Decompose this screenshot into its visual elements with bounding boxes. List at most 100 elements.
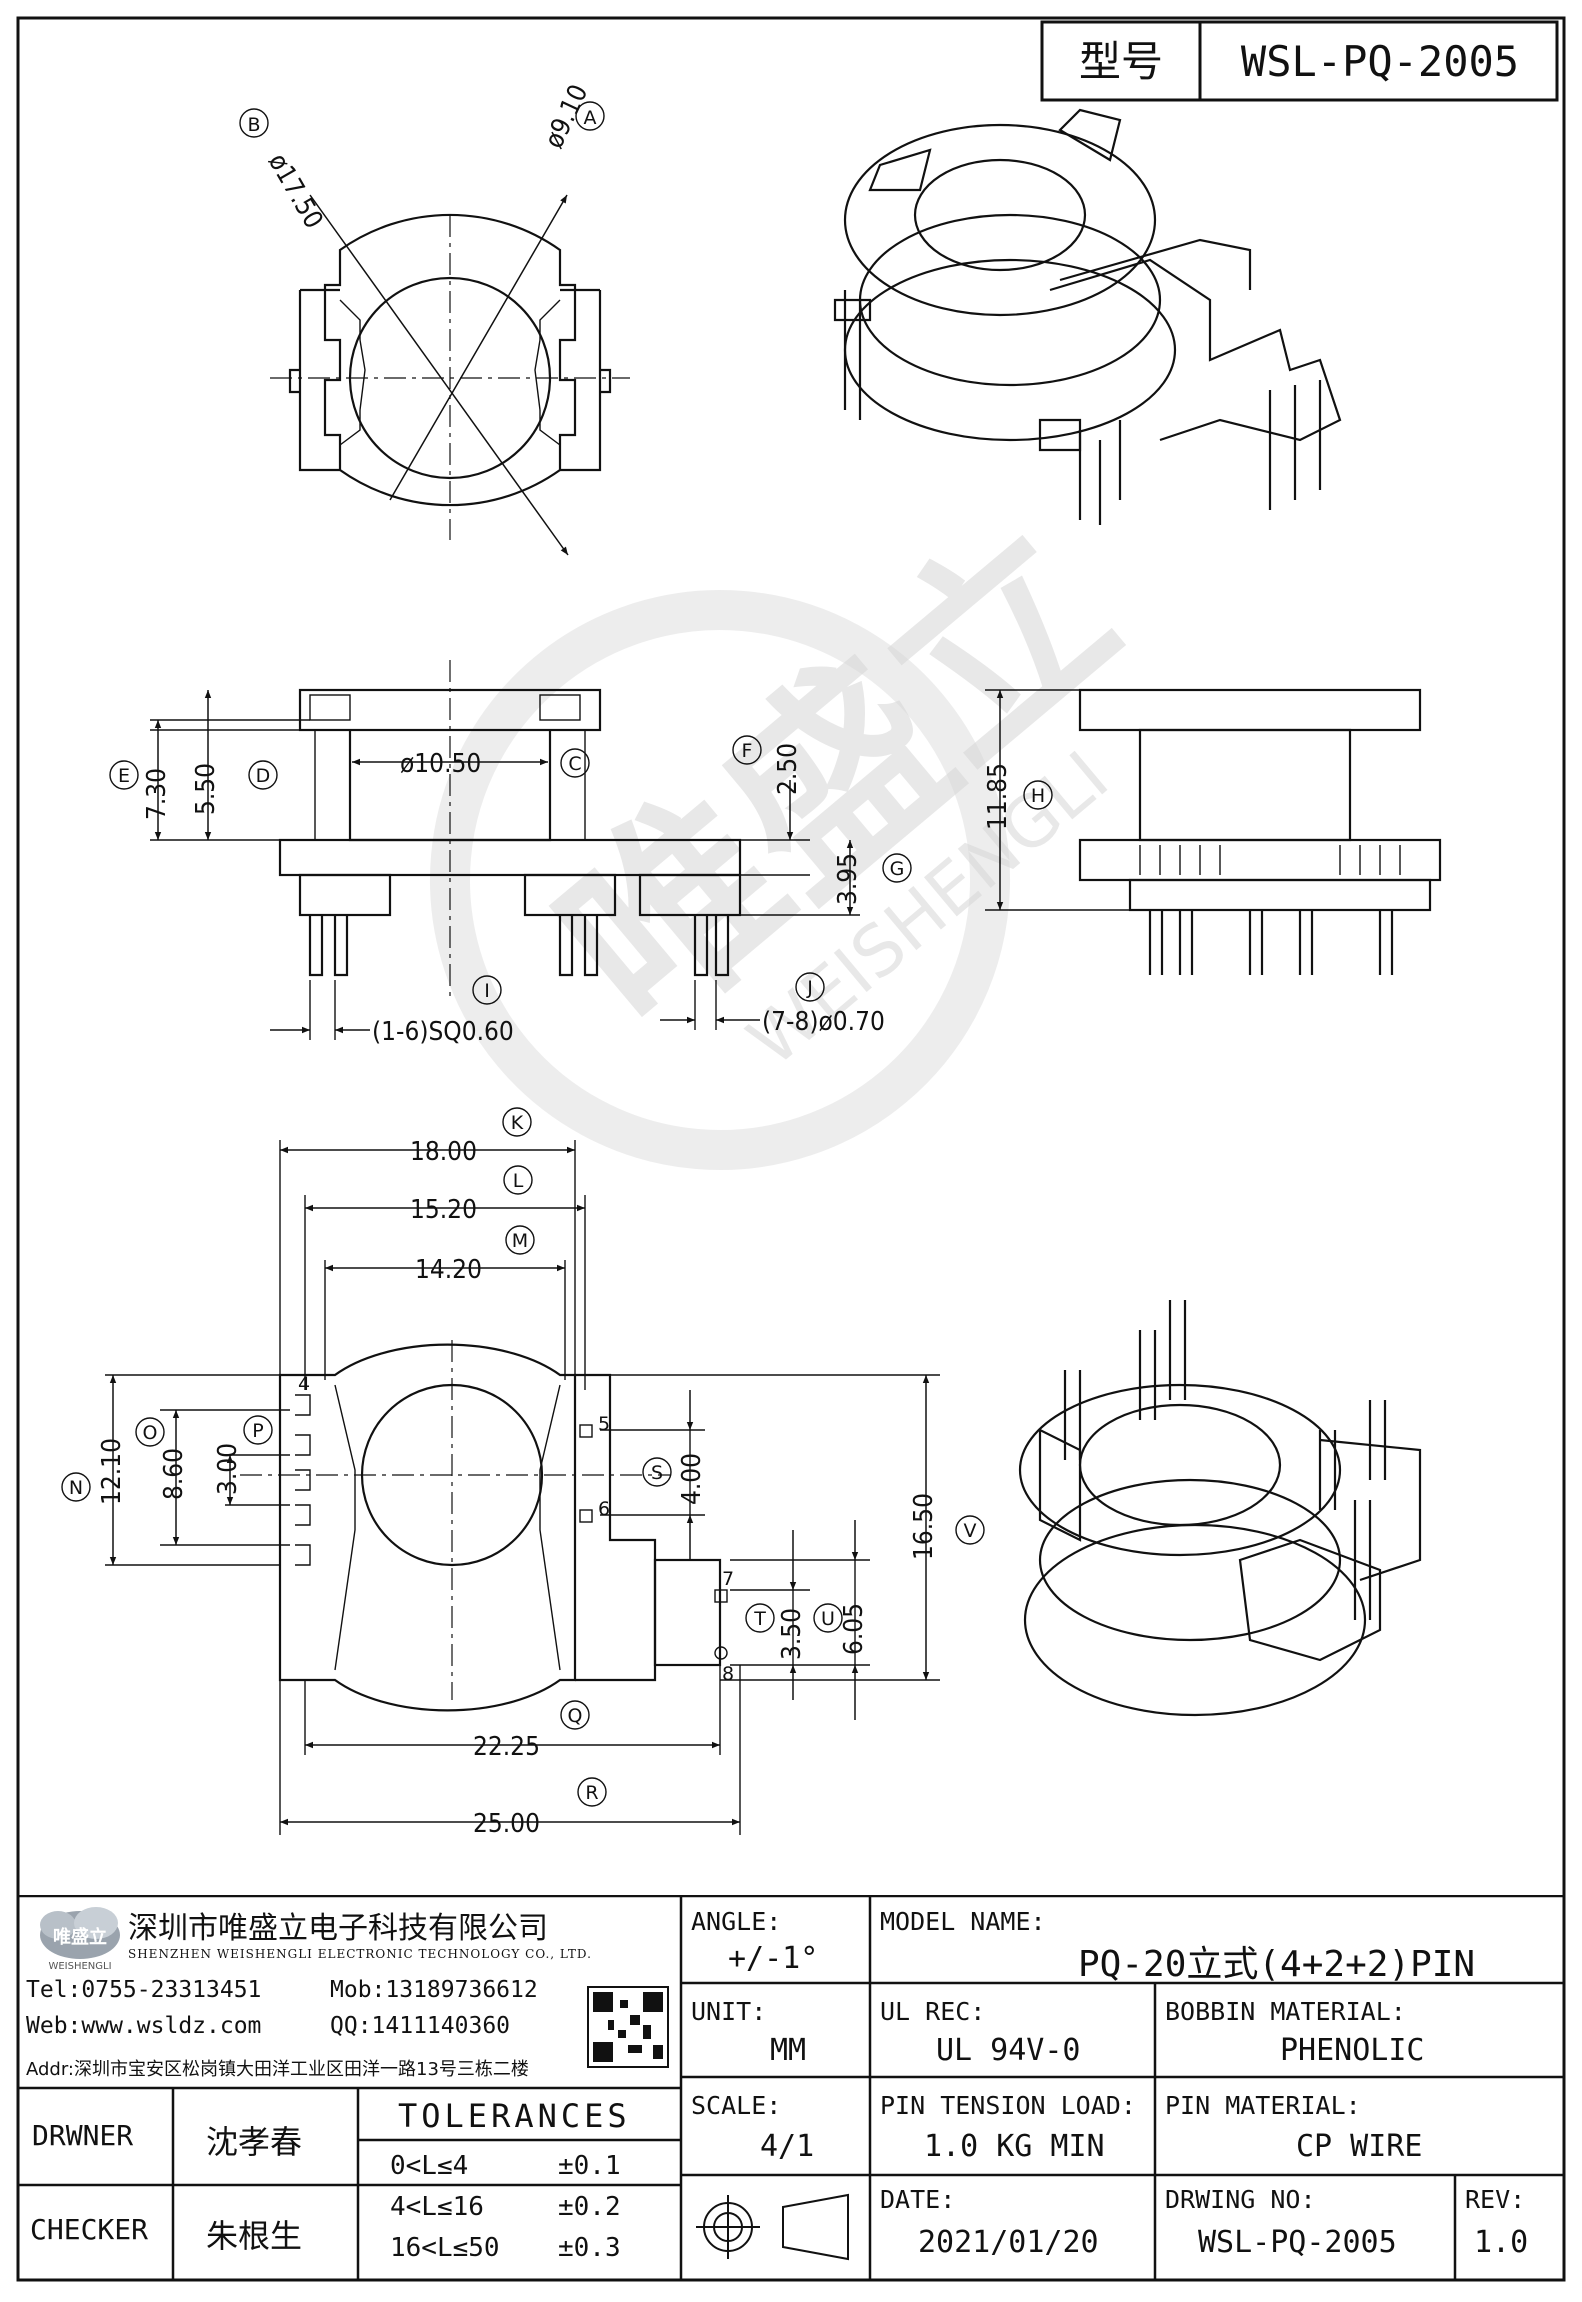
dim-pins-1-6: (1-6)SQ0.60 (372, 1017, 514, 1047)
checker-value: 朱根生 (206, 2217, 303, 2255)
pin-label-4: 4 (298, 1373, 310, 1395)
unit-label: UNIT: (691, 1997, 767, 2026)
callout-I: I (484, 980, 490, 1002)
top-view: B A ø17.50 ø9.10 (239, 80, 630, 556)
pin-label-8: 8 (722, 1663, 734, 1685)
iso-view-top (833, 108, 1342, 525)
watermark: 唯盛立 WEISHENGLI (430, 482, 1157, 1170)
bobbin-material-label: BOBBIN MATERIAL: (1165, 1997, 1406, 2026)
dim-16-50: 16.50 (909, 1493, 939, 1560)
callout-F: F (742, 740, 753, 762)
sheet-border (16, 16, 1566, 2282)
bobbin-material-value: PHENOLIC (1280, 2033, 1425, 2068)
dim-5-50: 5.50 (191, 763, 221, 815)
callout-R: R (585, 1782, 598, 1804)
company-tel: Tel:0755-23313451 (26, 1977, 262, 2003)
dim-3-00: 3.00 (213, 1443, 243, 1495)
callout-Q: Q (568, 1705, 583, 1727)
bottom-view: 4 5 6 7 8 18.00 15.20 14.20 K L M 12.10 (61, 1107, 985, 1839)
tol-range-3: 16<L≤50 (390, 2233, 500, 2263)
dim-4-00: 4.00 (677, 1453, 707, 1505)
model-name-label: MODEL NAME: (880, 1907, 1046, 1936)
company-mob: Mob:13189736612 (330, 1977, 538, 2003)
rev-value: 1.0 (1474, 2225, 1529, 2260)
callout-E: E (118, 765, 130, 787)
company-name-cn: 深圳市唯盛立电子科技有限公司 (128, 1911, 548, 1946)
callout-D: D (256, 765, 271, 787)
dim-2-50: 2.50 (773, 743, 803, 795)
rev-label: REV: (1465, 2185, 1526, 2214)
callout-H: H (1031, 785, 1045, 807)
drawer-label: DRWNER (32, 2119, 134, 2152)
callout-J: J (806, 977, 813, 999)
dim-22-25: 22.25 (473, 1732, 540, 1762)
company-name-en: SHENZHEN WEISHENGLI ELECTRONIC TECHNOLOG… (128, 1947, 592, 1961)
callout-P: P (252, 1420, 263, 1442)
callout-C: C (568, 753, 581, 775)
callout-V: V (964, 1520, 977, 1542)
qr-code-icon (587, 1986, 669, 2068)
dim-12-10: 12.10 (97, 1438, 127, 1505)
dim-pins-7-8: (7-8)ø0.70 (762, 1007, 885, 1037)
tol-value-2: ±0.2 (558, 2192, 621, 2222)
side-view-right: 11.85 H (983, 688, 1442, 975)
pin-tension-value: 1.0 KG MIN (924, 2129, 1105, 2164)
drawer-value: 沈孝春 (206, 2123, 303, 2161)
tol-value-1: ±0.1 (558, 2151, 621, 2181)
callout-T: T (753, 1608, 766, 1630)
date-label: DATE: (880, 2185, 956, 2214)
tolerances-label: TOLERANCES (398, 2097, 631, 2135)
angle-label: ANGLE: (691, 1907, 782, 1936)
callout-A: A (584, 107, 597, 129)
callout-O: O (143, 1422, 158, 1444)
drawing-no-value: WSL-PQ-2005 (1198, 2225, 1397, 2260)
dim-phi-10-50: ø10.50 (400, 749, 481, 779)
side-view: 7.30 5.50 E D ø10.50 C 2.50 3.95 F G (1-… (109, 660, 912, 1047)
pin-label-6: 6 (598, 1498, 610, 1520)
dim-11-85: 11.85 (983, 763, 1013, 830)
company-addr: Addr:深圳市宝安区松岗镇大田洋工业区田洋一路13号三栋二楼 (26, 2059, 529, 2080)
callout-G: G (890, 858, 905, 880)
checker-label: CHECKER (30, 2213, 149, 2246)
pin-label-7: 7 (722, 1568, 734, 1590)
pin-material-label: PIN MATERIAL: (1165, 2091, 1361, 2120)
callout-M: M (512, 1230, 528, 1252)
title-block: 唯盛立 WEISHENGLI 深圳市唯盛立电子科技有限公司 SHENZHEN W… (18, 1895, 1564, 2280)
angle-value: +/-1° (728, 1941, 819, 1976)
scale-value: 4/1 (760, 2129, 815, 2164)
pin-tension-label: PIN TENSION LOAD: (880, 2091, 1136, 2120)
tol-range-2: 4<L≤16 (390, 2192, 484, 2222)
pin-material-value: CP WIRE (1296, 2129, 1423, 2164)
header-model-box: 型号 WSL-PQ-2005 (1040, 20, 1559, 102)
company-web: Web:www.wsldz.com (26, 2013, 262, 2039)
dim-8-60: 8.60 (159, 1448, 189, 1500)
tol-range-1: 0<L≤4 (390, 2151, 469, 2181)
dim-3-50: 3.50 (777, 1608, 807, 1660)
scale-label: SCALE: (691, 2091, 782, 2120)
logo-cn: 唯盛立 (53, 1926, 107, 1948)
ul-rec-label: UL REC: (880, 1997, 986, 2026)
callout-K: K (511, 1112, 524, 1134)
callout-L: L (513, 1170, 524, 1192)
callout-N: N (69, 1477, 83, 1499)
pin-label-5: 5 (598, 1413, 610, 1435)
header-model-label: 型号 (1079, 37, 1163, 86)
model-name-value: PQ-20立式(4+2+2)PIN (1078, 1944, 1476, 1985)
callout-B: B (247, 114, 260, 136)
tol-value-3: ±0.3 (558, 2233, 621, 2263)
iso-view-bottom (1018, 1300, 1422, 1717)
dim-15-20: 15.20 (410, 1195, 477, 1225)
callout-U: U (821, 1608, 835, 1630)
projection-symbol-icon (696, 2193, 849, 2261)
dim-14-20: 14.20 (415, 1255, 482, 1285)
ul-rec-value: UL 94V-0 (936, 2033, 1081, 2068)
unit-value: MM (770, 2033, 807, 2068)
title-block-grid: 唯盛立 WEISHENGLI (18, 1895, 1564, 2280)
dim-7-30: 7.30 (142, 768, 172, 820)
dim-6-05: 6.05 (839, 1603, 869, 1655)
logo-en: WEISHENGLI (48, 1961, 111, 1972)
callout-S: S (651, 1462, 663, 1484)
dim-25-00: 25.00 (473, 1809, 540, 1839)
